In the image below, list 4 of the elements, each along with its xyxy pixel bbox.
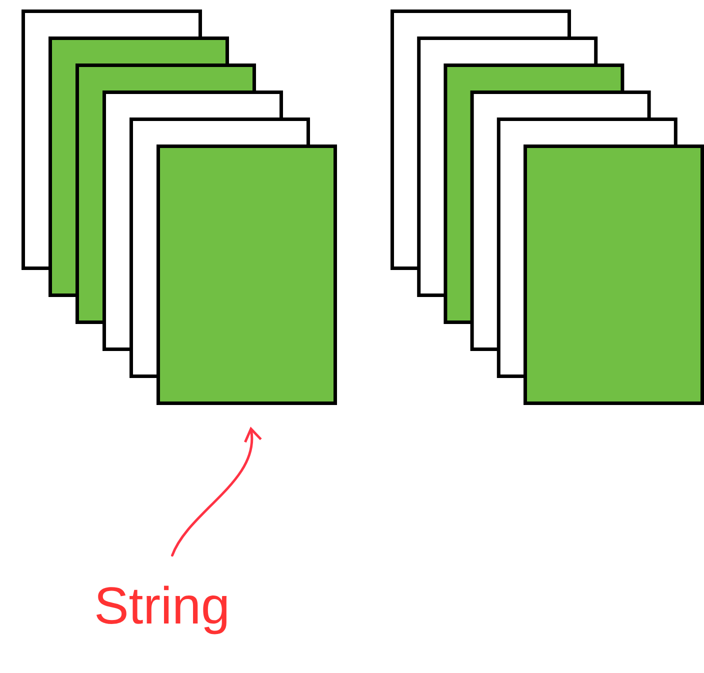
- card: [156, 144, 337, 405]
- handwritten-label: String: [96, 586, 227, 634]
- arrow: [171, 426, 262, 557]
- card: [524, 144, 704, 405]
